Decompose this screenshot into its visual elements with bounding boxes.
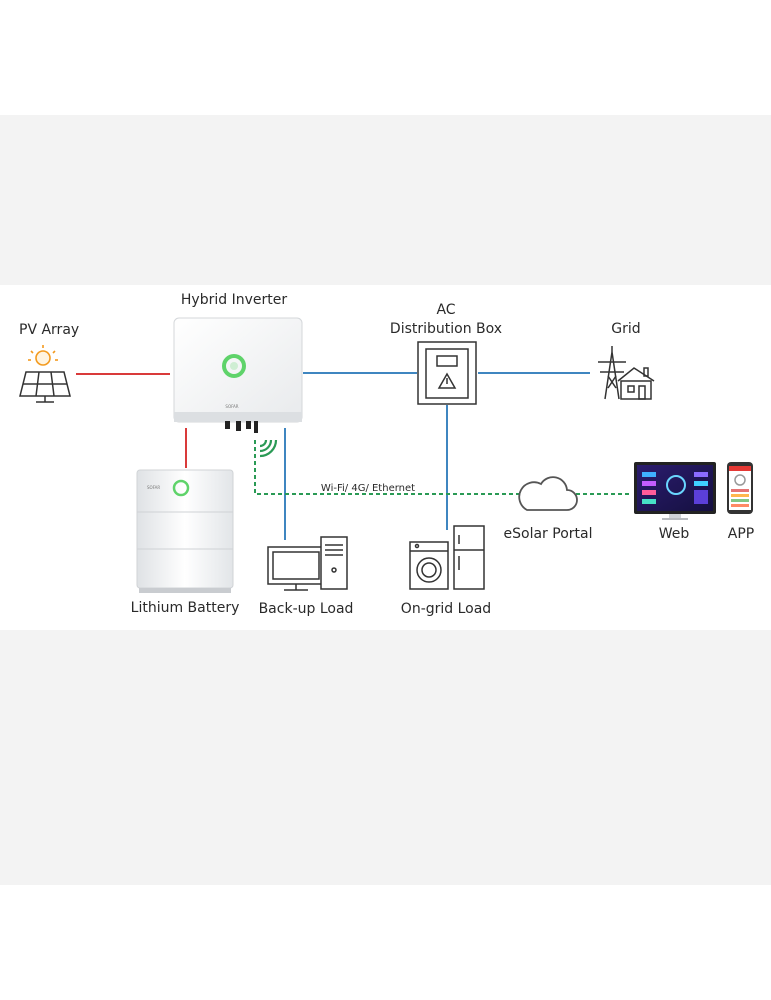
hybrid-inverter-label: Hybrid Inverter [181,292,287,308]
comm-line-inverter-to-portal [254,440,520,495]
lithium-battery-label: Lithium Battery [131,600,240,616]
app-label: APP [728,526,754,542]
solar-panel-icon [19,371,71,403]
esolar-portal-label: eSolar Portal [504,526,593,542]
background-band-top [0,115,771,285]
ongrid-load-label: On-grid Load [401,601,491,617]
hybrid-inverter-icon: SOFAR [173,317,303,433]
comm-link-label: Wi-Fi/ 4G/ Ethernet [321,483,415,494]
house-icon [617,367,655,400]
grid-label: Grid [611,321,640,337]
refrigerator-icon [453,525,485,590]
battery-brand-label: SOFAR [147,485,160,490]
ongrid-load-icon [409,525,485,590]
transmission-tower-icon [598,346,626,400]
background-band-middle [0,285,771,630]
battery-led-ring [172,479,190,497]
web-label: Web [659,526,690,542]
sun-icon [28,345,58,366]
wifi-signal-icon [259,439,278,458]
background-band-bottom [0,630,771,885]
ac-distribution-box-label-line1: AC [436,302,455,318]
lithium-battery-icon: SOFAR [136,469,234,593]
pv-array-label: PV Array [19,322,79,338]
grid-icon [598,346,655,400]
inverter-led-ring [222,354,246,378]
web-monitor-icon [634,462,716,520]
cloud-icon [518,476,578,511]
ac-distribution-box-label-line2: Distribution Box [390,321,502,337]
ac-distribution-box-icon [417,341,477,405]
washing-machine-icon [409,541,449,590]
backup-load-icon [267,536,348,591]
phone-app-icon [727,462,753,514]
inverter-brand-label: SOFAR [225,404,238,409]
backup-load-label: Back-up Load [259,601,354,617]
pv-array-icon [19,345,71,403]
